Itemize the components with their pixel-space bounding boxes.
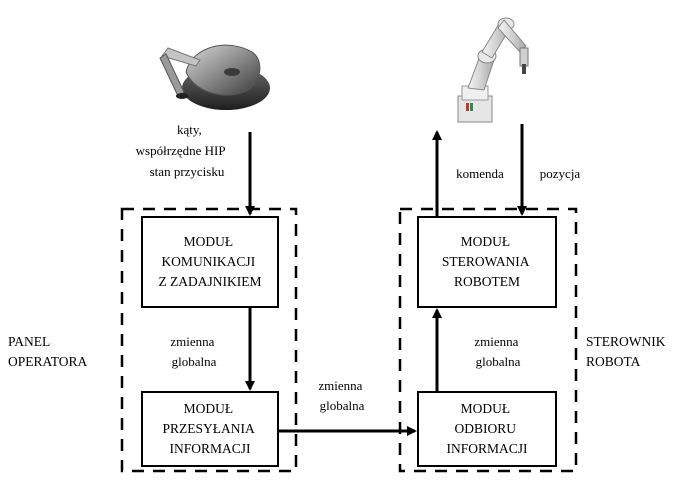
variable-label-line: zmienna xyxy=(318,378,362,393)
left-variable-label: zmienna globalna xyxy=(170,334,217,369)
haptic-input-line: współrzędne HIP xyxy=(136,143,226,158)
module-sending-box xyxy=(141,391,279,467)
haptic-device-icon xyxy=(159,44,270,110)
module-haptic-comm-text: MODUŁ KOMUNIKACJI Z ZADAJNIKIEM xyxy=(158,234,261,289)
variable-label-line: globalna xyxy=(320,398,365,413)
module-text-line: INFORMACJI xyxy=(169,441,251,456)
module-receiving-text: MODUŁ ODBIORU INFORMACJI xyxy=(446,401,528,456)
command-label: komenda xyxy=(456,166,504,181)
variable-label-line: globalna xyxy=(172,354,217,369)
right-variable-label: zmienna globalna xyxy=(474,334,521,369)
module-sending-text: MODUŁ PRZESYŁANIA INFORMACJI xyxy=(163,401,258,456)
haptic-input-label: kąty, współrzędne HIP stan przycisku xyxy=(136,122,229,179)
variable-label-line: zmienna xyxy=(170,334,214,349)
side-label-line: PANEL xyxy=(8,334,50,349)
operator-panel-label: PANEL OPERATORA xyxy=(8,334,88,369)
variable-label-line: zmienna xyxy=(474,334,518,349)
operator-panel-outline xyxy=(120,207,298,473)
side-label-line: ROBOTA xyxy=(586,354,641,369)
module-text-line: MODUŁ xyxy=(461,401,511,416)
module-robot-control-box xyxy=(417,216,557,308)
module-text-line: INFORMACJI xyxy=(446,441,528,456)
module-text-line: PRZESYŁANIA xyxy=(163,421,256,436)
module-text-line: Z ZADAJNIKIEM xyxy=(158,274,261,289)
module-haptic-comm-box xyxy=(141,216,279,308)
haptic-input-line: stan przycisku xyxy=(150,164,225,179)
robot-controller-outline xyxy=(398,207,578,473)
side-label-line: OPERATORA xyxy=(8,354,88,369)
module-receiving-box xyxy=(417,391,557,467)
module-text-line: MODUŁ xyxy=(461,234,511,249)
middle-variable-label: zmienna globalna xyxy=(318,378,365,413)
module-robot-control-text: MODUŁ STEROWANIA ROBOTEM xyxy=(442,234,532,289)
module-text-line: ROBOTEM xyxy=(454,274,520,289)
module-text-line: KOMUNIKACJI xyxy=(161,254,255,269)
robot-controller-label: STEROWNIK ROBOTA xyxy=(586,334,669,369)
module-text-line: MODUŁ xyxy=(184,234,234,249)
module-text-line: STEROWANIA xyxy=(442,254,530,269)
position-label: pozycja xyxy=(540,166,581,181)
haptic-input-line: kąty, xyxy=(177,122,202,137)
module-text-line: MODUŁ xyxy=(184,401,234,416)
side-label-line: STEROWNIK xyxy=(586,334,666,349)
robot-arm-icon xyxy=(457,17,529,123)
module-text-line: ODBIORU xyxy=(455,421,517,436)
variable-label-line: globalna xyxy=(476,354,521,369)
